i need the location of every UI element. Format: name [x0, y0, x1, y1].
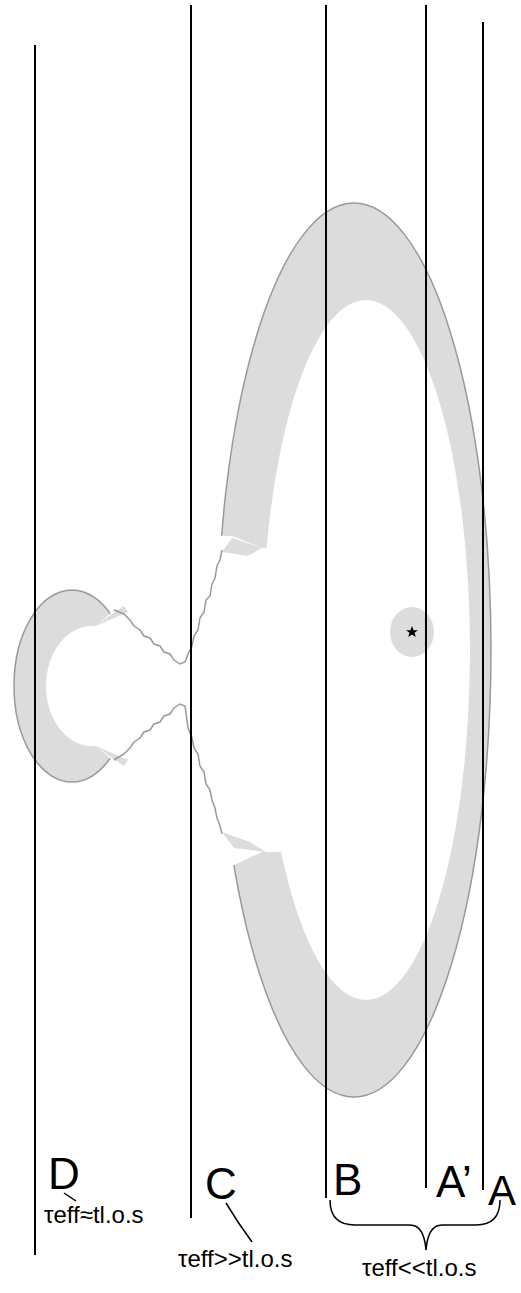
shell-notch: [96, 606, 128, 626]
central-star: [406, 626, 418, 637]
line-of-sight-letter: C: [205, 1162, 237, 1206]
neck-opening: [88, 612, 186, 760]
line-of-sight: [482, 22, 484, 1190]
star-halo: [390, 607, 434, 657]
line-of-sight-letter: A’: [436, 1160, 472, 1204]
line-of-sight: [425, 5, 427, 1188]
shell-notch: [222, 538, 262, 556]
shell-notch: [96, 746, 128, 766]
shell-notch: [222, 832, 266, 852]
line-of-sight: [34, 45, 36, 1255]
leader-line: [226, 1203, 252, 1242]
line-of-sight: [190, 5, 192, 1218]
neck-opening: [185, 535, 300, 866]
optical-depth-note: τeff≈tl.o.s: [44, 1203, 144, 1227]
neck-outline: [114, 704, 222, 834]
grouping-brace: [330, 1200, 500, 1250]
optical-depth-note: τeff>>tl.o.s: [178, 1247, 292, 1271]
optical-depth-note: τeff<<tl.o.s: [362, 1256, 476, 1280]
line-of-sight-letter: A: [488, 1170, 516, 1212]
neck-outline: [114, 550, 222, 664]
line-of-sight-letter: D: [48, 1152, 80, 1196]
line-of-sight: [325, 5, 327, 1198]
line-of-sight-letter: B: [333, 1158, 362, 1202]
